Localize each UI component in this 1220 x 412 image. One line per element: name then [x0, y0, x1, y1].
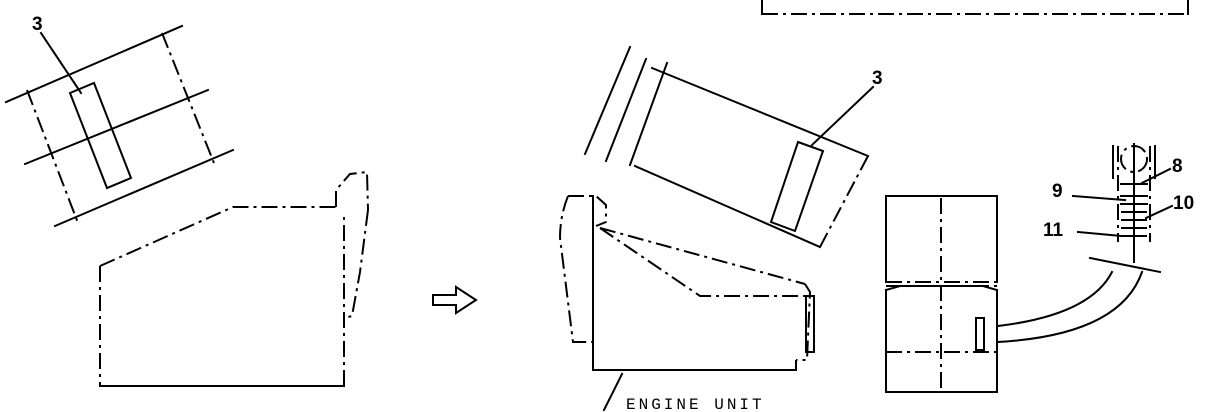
left-base-unit	[99, 170, 369, 387]
middle-callout-3: 3	[810, 68, 883, 147]
callout-11-label: 11	[1043, 220, 1064, 241]
engine-unit-side-plate	[805, 295, 815, 353]
middle-tilted-part	[583, 45, 870, 249]
engine-unit-caption: ENGINE UNIT	[602, 372, 765, 412]
transition-arrow	[432, 285, 478, 315]
engine-unit-label: ENGINE UNIT	[626, 396, 765, 412]
callout-10-label: 10	[1173, 193, 1194, 214]
middle-part-3-bracket	[769, 140, 825, 233]
left-tilted-part	[4, 24, 235, 228]
top-right-box-fragment	[761, 0, 1189, 15]
engine-unit-body	[558, 195, 815, 371]
right-side-view	[884, 195, 1144, 393]
callout-8-label: 8	[1172, 156, 1183, 177]
callout-9-label: 9	[1052, 181, 1063, 202]
middle-callout-3-label: 3	[872, 68, 883, 89]
detail-inset	[1088, 143, 1162, 274]
detail-leader-outer	[996, 270, 1144, 344]
left-callout-3: 3	[32, 14, 83, 95]
left-callout-3-label: 3	[32, 14, 43, 35]
side-view-bracket	[975, 317, 985, 351]
detail-callouts: 8 9 10 11	[1043, 156, 1194, 241]
detail-leader-inner	[996, 270, 1114, 328]
left-part-3-bracket	[68, 81, 133, 190]
